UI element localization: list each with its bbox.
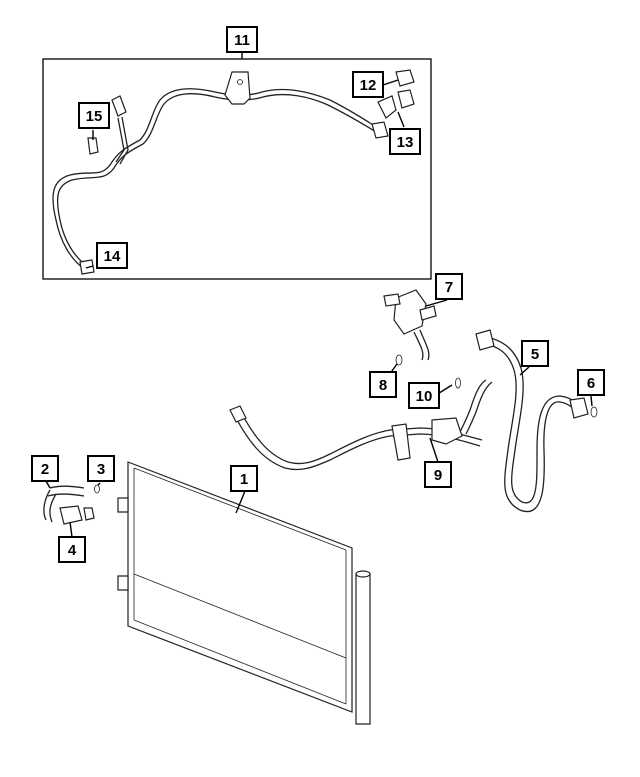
callout-8-label: 8	[379, 377, 387, 394]
o-ring-8	[395, 354, 403, 366]
callout-14-label: 14	[104, 248, 121, 265]
callout-6-label: 6	[587, 375, 595, 392]
callout-12-label: 12	[360, 77, 377, 94]
o-ring-6	[590, 406, 598, 418]
callout-12[interactable]: 12	[352, 71, 384, 98]
liquid-line-assembly	[52, 71, 389, 275]
callout-15-label: 15	[86, 108, 103, 125]
valve-part	[377, 95, 397, 119]
callout-1-label: 1	[240, 471, 248, 488]
callout-7[interactable]: 7	[435, 273, 463, 300]
discharge-line-2	[43, 485, 95, 525]
callout-15[interactable]: 15	[78, 102, 110, 129]
callout-8[interactable]: 8	[369, 371, 397, 398]
callout-11[interactable]: 11	[226, 26, 258, 53]
suction-hose-5	[475, 329, 589, 513]
callout-3-label: 3	[97, 461, 105, 478]
line-bracket	[224, 71, 251, 105]
refrigerant-line-9	[229, 405, 483, 471]
callout-14[interactable]: 14	[96, 242, 128, 269]
callout-5[interactable]: 5	[521, 340, 549, 367]
expansion-valve-assembly	[383, 289, 437, 361]
callout-11-label: 11	[234, 32, 250, 49]
callout-2[interactable]: 2	[31, 455, 59, 482]
line-end-fitting	[371, 121, 389, 139]
callout-3[interactable]: 3	[87, 455, 115, 482]
callout-2-label: 2	[41, 461, 49, 478]
callout-6[interactable]: 6	[577, 369, 605, 396]
o-ring-3	[94, 484, 100, 494]
receiver-drier	[355, 573, 371, 725]
detail-inset-frame	[42, 58, 432, 280]
callout-1[interactable]: 1	[230, 465, 258, 492]
callout-4-label: 4	[68, 542, 77, 559]
callout-9[interactable]: 9	[424, 461, 452, 488]
callout-13-label: 13	[397, 134, 414, 151]
small-hose-assembly	[455, 377, 493, 435]
sensor-fitting	[111, 95, 127, 117]
callout-10-label: 10	[416, 388, 433, 405]
callout-9-label: 9	[434, 467, 442, 484]
condenser	[117, 461, 371, 725]
pressure-sensor	[87, 137, 99, 155]
callout-13[interactable]: 13	[389, 128, 421, 155]
callout-4[interactable]: 4	[58, 536, 86, 563]
cap-part	[395, 69, 415, 87]
callout-10[interactable]: 10	[408, 382, 440, 409]
callout-7-label: 7	[445, 279, 453, 296]
callout-5-label: 5	[531, 346, 539, 363]
